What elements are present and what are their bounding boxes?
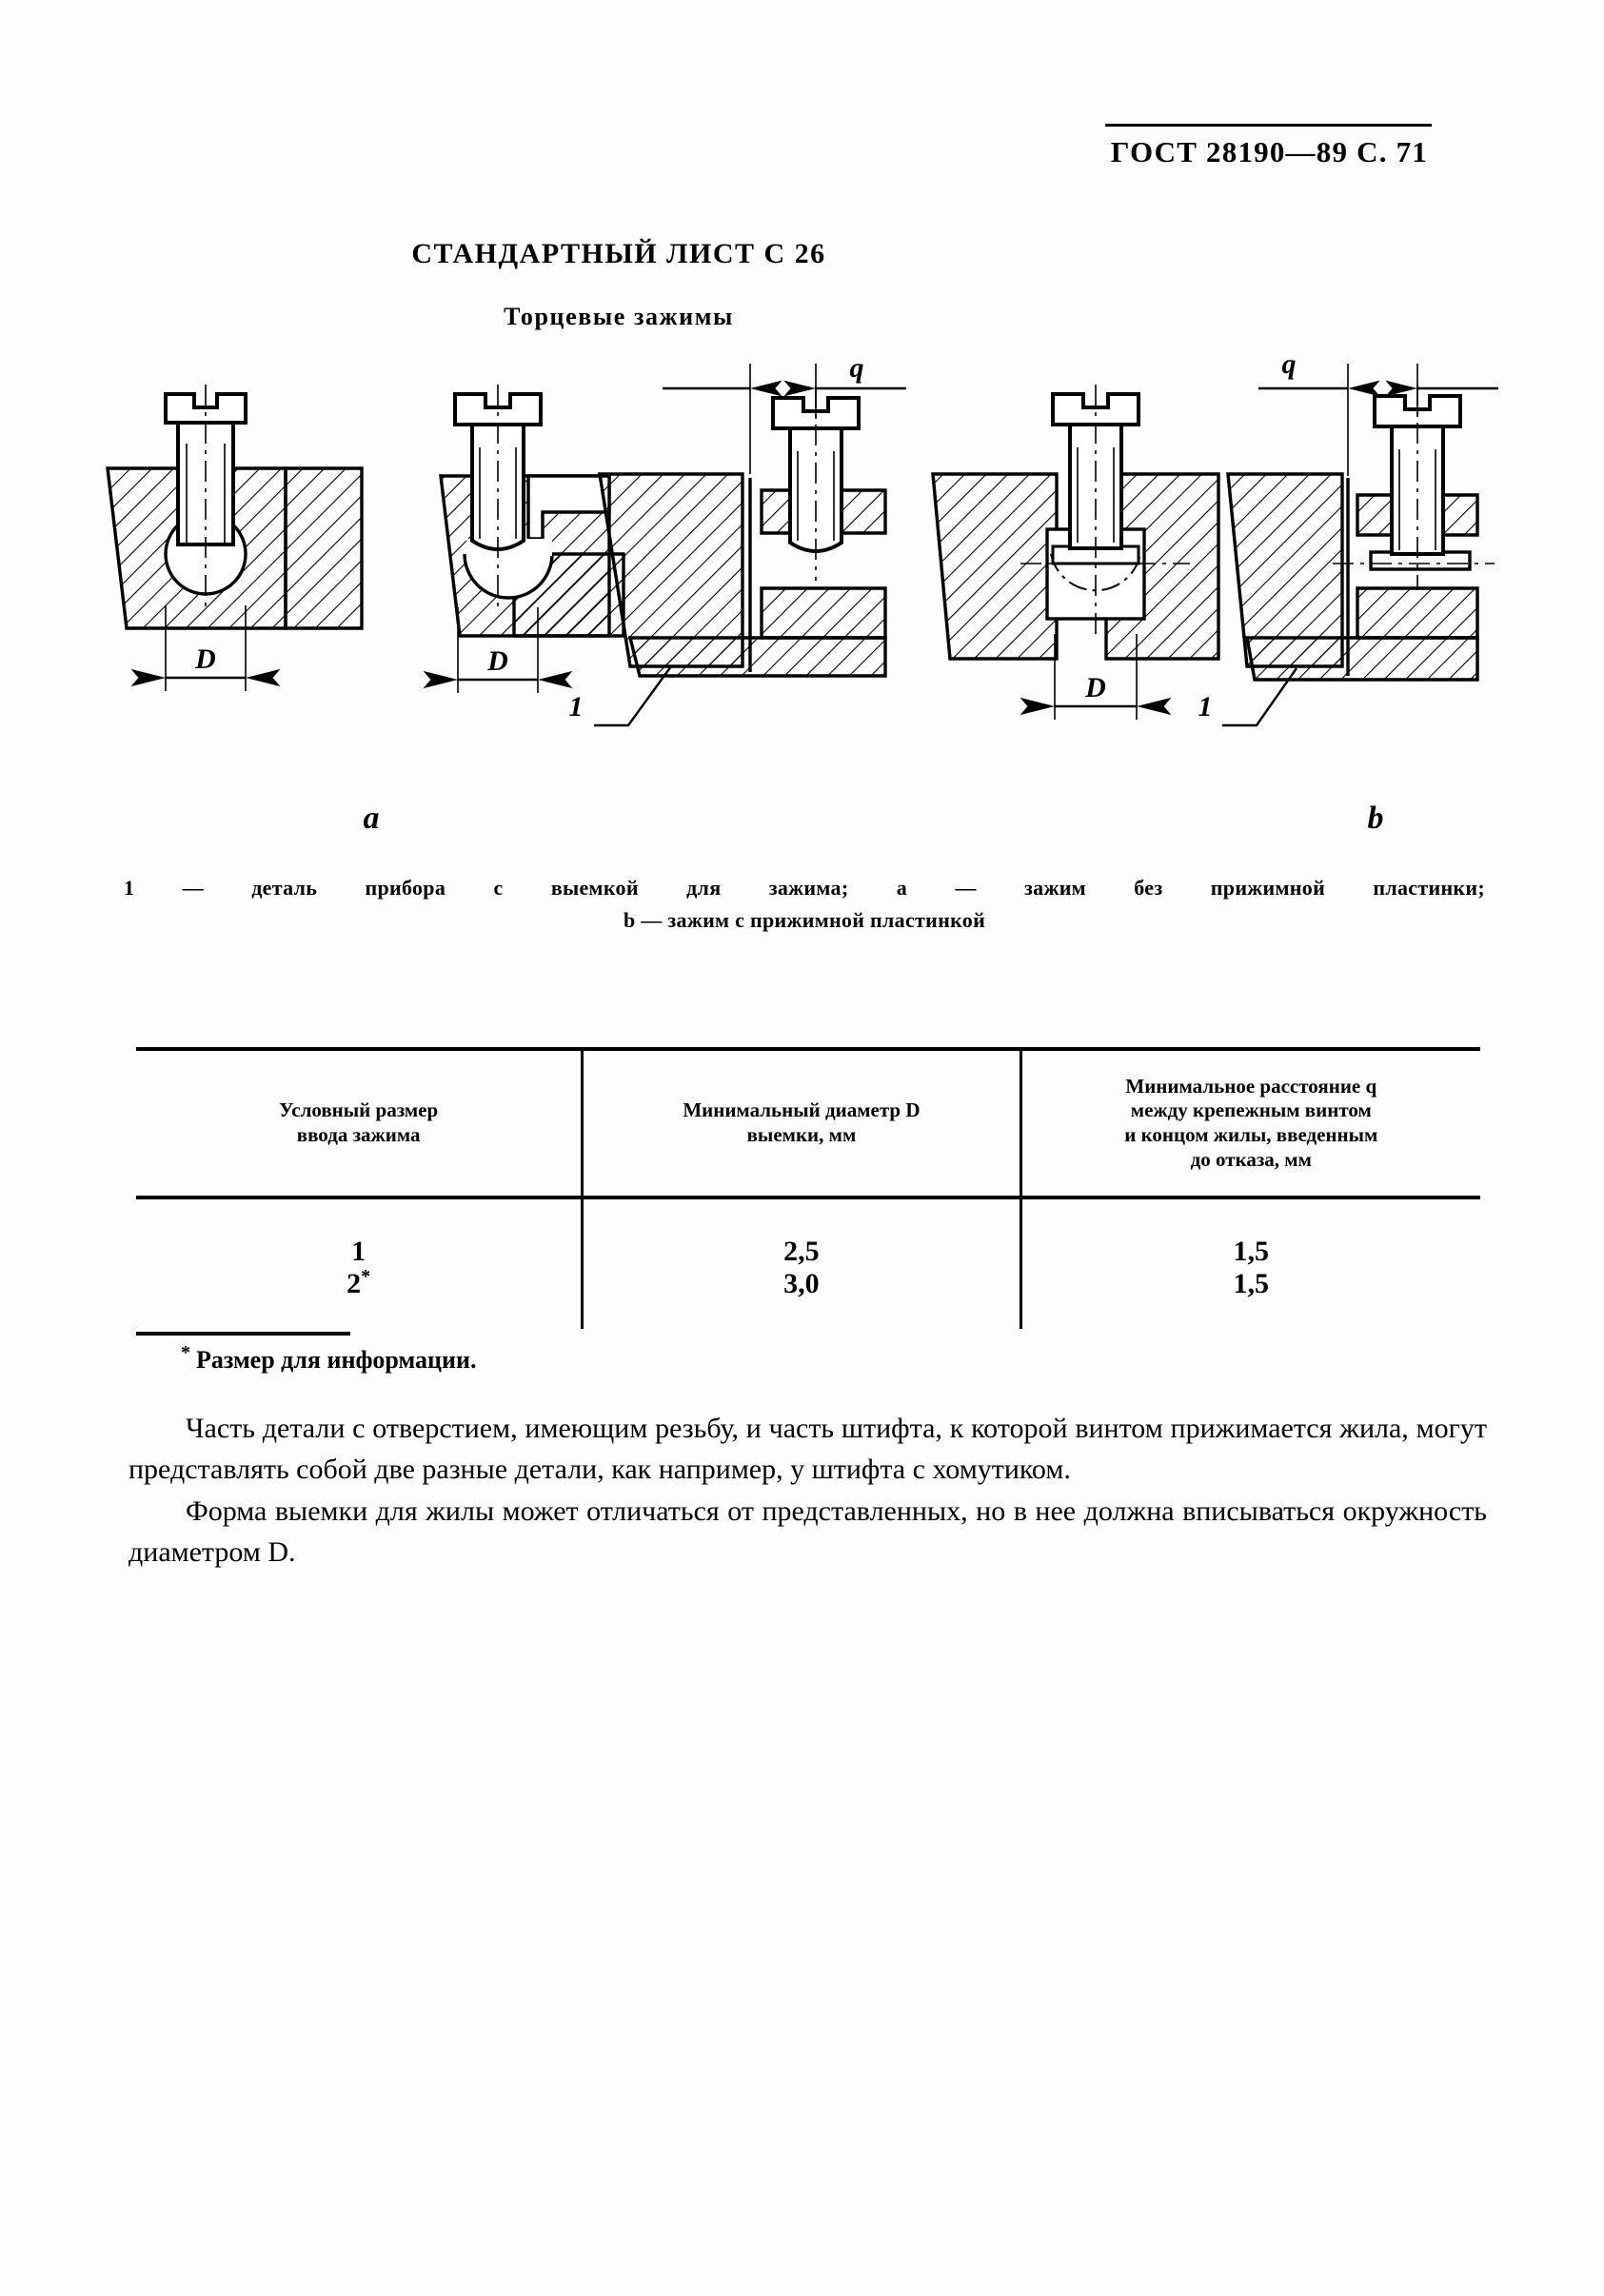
figure-5-callout-1: 1 — [1198, 691, 1213, 722]
table-top-rule — [136, 1047, 1480, 1051]
header-diameter-line-1: Минимальный диаметр D — [683, 1099, 921, 1122]
footnote-text: Размер для информации. — [196, 1346, 477, 1374]
page-header: ГОСТ 28190—89 С. 71 — [1104, 124, 1432, 169]
figure-group: D — [95, 352, 1504, 885]
table-row: 1 2* 2,5 3,0 1,5 1,5 — [136, 1199, 1480, 1329]
dimensions-table: Условный размер ввода зажима Минимальный… — [136, 1047, 1480, 1329]
table-header-rule — [136, 1196, 1480, 1199]
cell-diameter-row-1: 2,5 — [783, 1236, 820, 1268]
figure-caption-line-1: 1 — деталь прибора с выемкой для зажима;… — [124, 876, 1485, 900]
figure-1-dim-D-label: D — [194, 643, 216, 675]
body-text: Часть детали с отверстием, имеющим резьб… — [129, 1409, 1487, 1573]
figure-2-dim-D-label: D — [486, 645, 508, 677]
figure-2-clamp-side: D — [423, 385, 625, 693]
cell-distance-row-2: 1,5 — [1233, 1268, 1270, 1299]
cell-size-row-1: 1 — [351, 1236, 366, 1268]
figure-1-clamp-plain: D — [106, 385, 364, 691]
figure-5-dim-q-label: q — [1282, 352, 1297, 380]
table-header-cell-distance: Минимальное расстояние q между крепежным… — [1019, 1051, 1480, 1196]
header-size-line-2: ввода зажима — [296, 1123, 421, 1146]
paragraph-2: Форма выемки для жилы может отличаться о… — [129, 1495, 1487, 1568]
header-distance-line-2: между крепежным винтом — [1130, 1099, 1372, 1122]
figure-3-dim-q-label: q — [850, 352, 864, 384]
cell-diameters: 2,5 3,0 — [581, 1199, 1021, 1329]
figure-4-dim-D-label: D — [1084, 672, 1106, 703]
figure-caption: 1 — деталь прибора с выемкой для зажима;… — [124, 874, 1485, 934]
header-diameter-line-2: выемки, мм — [746, 1123, 857, 1146]
header-size-line-1: Условный размер — [279, 1099, 439, 1122]
table-body: Условный размер ввода зажима Минимальный… — [136, 1051, 1480, 1196]
figure-4-clamp-with-plate: D — [931, 385, 1220, 720]
cell-size-row-2: 2* — [347, 1266, 371, 1299]
page-subtitle: Торцевые зажимы — [504, 303, 734, 330]
header-distance-line-3: и концом жилы, введенным — [1124, 1123, 1378, 1146]
figure-group-label-b: b — [1368, 801, 1384, 836]
figure-5-clamp-plate-with-q: q 1 — [1198, 352, 1498, 727]
table-header-cell-size: Условный размер ввода зажима — [136, 1051, 583, 1196]
figure-caption-line-2: b — зажим с прижимной пластинкой — [623, 907, 986, 932]
cell-distance-row-1: 1,5 — [1233, 1236, 1270, 1268]
table-header-cell-diameter: Минимальный диаметр D выемки, мм — [581, 1051, 1021, 1196]
terminal-clamp-drawings: D — [106, 352, 1498, 836]
table-header-row: Условный размер ввода зажима Минимальный… — [136, 1051, 1480, 1196]
figure-3-clamp-with-q: q 1 — [569, 352, 906, 727]
footnote-marker: * — [361, 1266, 371, 1287]
header-distance-line-4: до отказа, мм — [1190, 1147, 1312, 1171]
figure-3-callout-1: 1 — [569, 691, 584, 722]
figure-group-label-a: a — [364, 801, 380, 836]
cell-distances: 1,5 1,5 — [1019, 1199, 1480, 1329]
cell-sizes: 1 2* — [136, 1199, 583, 1329]
standard-number: ГОСТ 28190—89 С. 71 — [1110, 135, 1428, 168]
page-title: СТАНДАРТНЫЙ ЛИСТ С 26 — [411, 238, 826, 269]
footnote: * Размер для информации. — [181, 1343, 477, 1375]
footnote-rule — [136, 1332, 350, 1336]
cell-diameter-row-2: 3,0 — [783, 1268, 820, 1299]
footnote-star: * — [181, 1342, 190, 1364]
table-values: 1 2* 2,5 3,0 1,5 1,5 — [136, 1199, 1480, 1329]
paragraph-1: Часть детали с отверстием, имеющим резьб… — [129, 1413, 1487, 1485]
header-distance-line-1: Минимальное расстояние q — [1125, 1074, 1377, 1098]
header-rule — [1104, 124, 1432, 127]
